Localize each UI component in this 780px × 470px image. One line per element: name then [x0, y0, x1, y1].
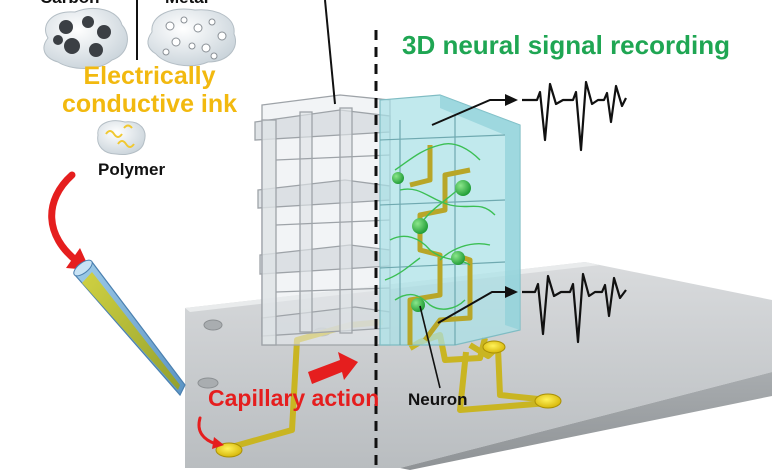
neuron-cell — [451, 251, 465, 265]
base-hole — [197, 377, 219, 389]
metal-blob-icon — [147, 8, 236, 67]
neuron-cell — [392, 172, 404, 184]
neuron-leader-line — [419, 305, 441, 389]
neural-signal-trace-bottom — [522, 272, 627, 344]
label-metal: Metal — [165, 0, 208, 8]
base-hole — [203, 319, 223, 331]
label-ink-line2: conductive ink — [62, 90, 238, 118]
contact-pad-right — [534, 393, 562, 409]
recording-arrow-top — [431, 94, 518, 126]
label-title: 3D neural signal recording — [402, 30, 730, 60]
neuron-cells — [392, 172, 471, 312]
contact-pad-mid — [482, 340, 506, 354]
polymer-blob-icon — [97, 120, 146, 155]
hydrogel-scaffold — [379, 94, 521, 346]
transparent-scaffold — [254, 94, 391, 346]
recording-arrow-bottom — [437, 286, 518, 324]
neuron-cell — [455, 180, 471, 196]
small-red-arrow-icon — [197, 416, 224, 449]
curved-red-arrow-icon — [48, 171, 90, 270]
neural-signal-trace-top — [522, 80, 627, 152]
pipette-icon — [73, 259, 186, 397]
label-ink-line1: Electrically — [83, 62, 216, 90]
label-carbon: Carbon — [40, 0, 100, 8]
label-conductive-ink: Electrically conductive ink — [62, 62, 237, 118]
contact-pad-front — [215, 442, 243, 458]
neuron-cell — [411, 298, 425, 312]
carbon-blob-icon — [43, 8, 128, 69]
capillary-red-arrow-icon — [308, 352, 358, 384]
label-polymer: Polymer — [98, 160, 166, 179]
label-neuron: Neuron — [408, 390, 468, 409]
label-capillary-action: Capillary action — [208, 385, 380, 411]
scaffold-leader-line — [324, 0, 336, 105]
neuron-cell — [412, 218, 428, 234]
